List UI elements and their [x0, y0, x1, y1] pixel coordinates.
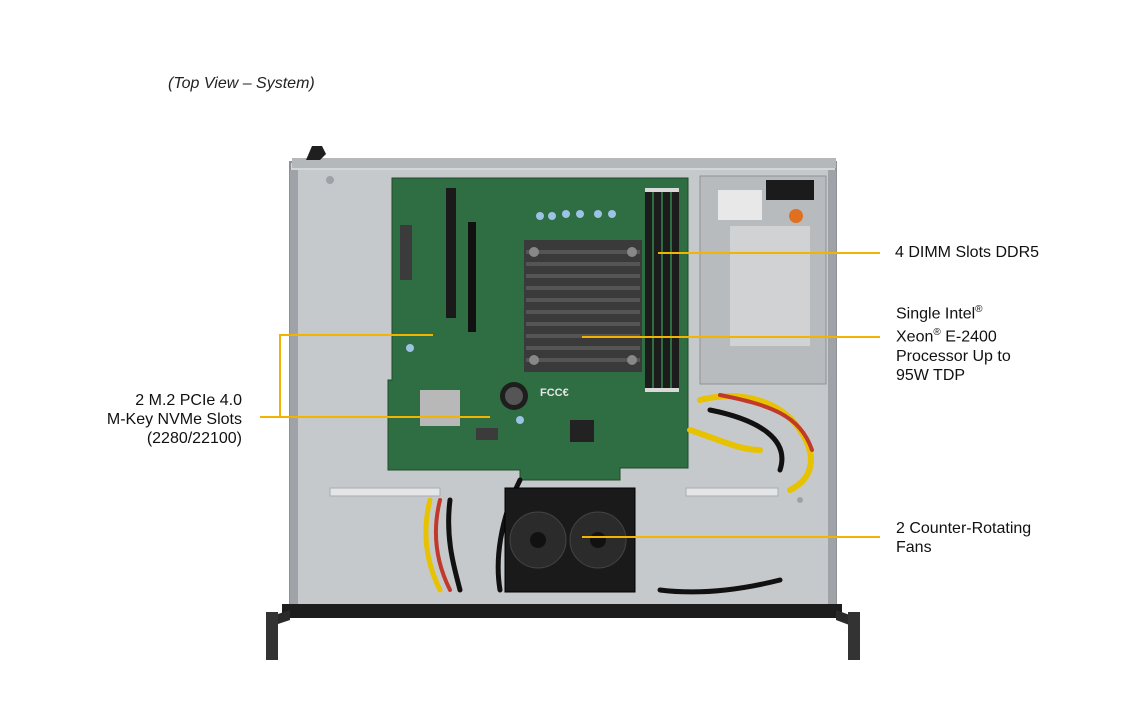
callout-processor-line2: Xeon® E-2400	[896, 327, 997, 346]
callout-m2-line2: M-Key NVMe Slots	[106, 411, 242, 428]
callout-m2-slots: 2 M.2 PCIe 4.0 M-Key NVMe Slots (2280/22…	[107, 391, 242, 448]
cpu-heatsink	[524, 240, 642, 372]
front-rack-bracket	[266, 604, 860, 660]
dimm-slots	[645, 188, 679, 392]
rear-latch	[306, 146, 326, 160]
view-caption: (Top View – System)	[168, 75, 315, 92]
leader-lines	[260, 252, 880, 538]
callout-processor-line4: 95W TDP	[896, 366, 966, 384]
callout-fans-line1: 2 Counter-Rotating	[896, 520, 1032, 537]
fans	[504, 487, 636, 593]
power-cables	[423, 393, 814, 595]
callout-processor-line3: Processor Up to	[896, 347, 1011, 365]
callout-fans: 2 Counter-Rotating Fans	[896, 519, 1031, 557]
callout-dimm-slots: 4 DIMM Slots DDR5	[895, 244, 1040, 261]
leader-line-m2	[279, 334, 490, 418]
callout-processor: Single Intel® Xeon® E-2400 Processor Up …	[896, 300, 1011, 385]
callout-m2-line3: (2280/22100)	[146, 430, 242, 447]
power-supply-unit	[699, 175, 827, 385]
fcc-marking: FCC€	[540, 387, 569, 399]
callout-m2-line1: 2 M.2 PCIe 4.0	[135, 392, 242, 409]
callout-processor-line1: Single Intel®	[896, 304, 983, 323]
callout-fans-line2: Fans	[896, 539, 932, 556]
